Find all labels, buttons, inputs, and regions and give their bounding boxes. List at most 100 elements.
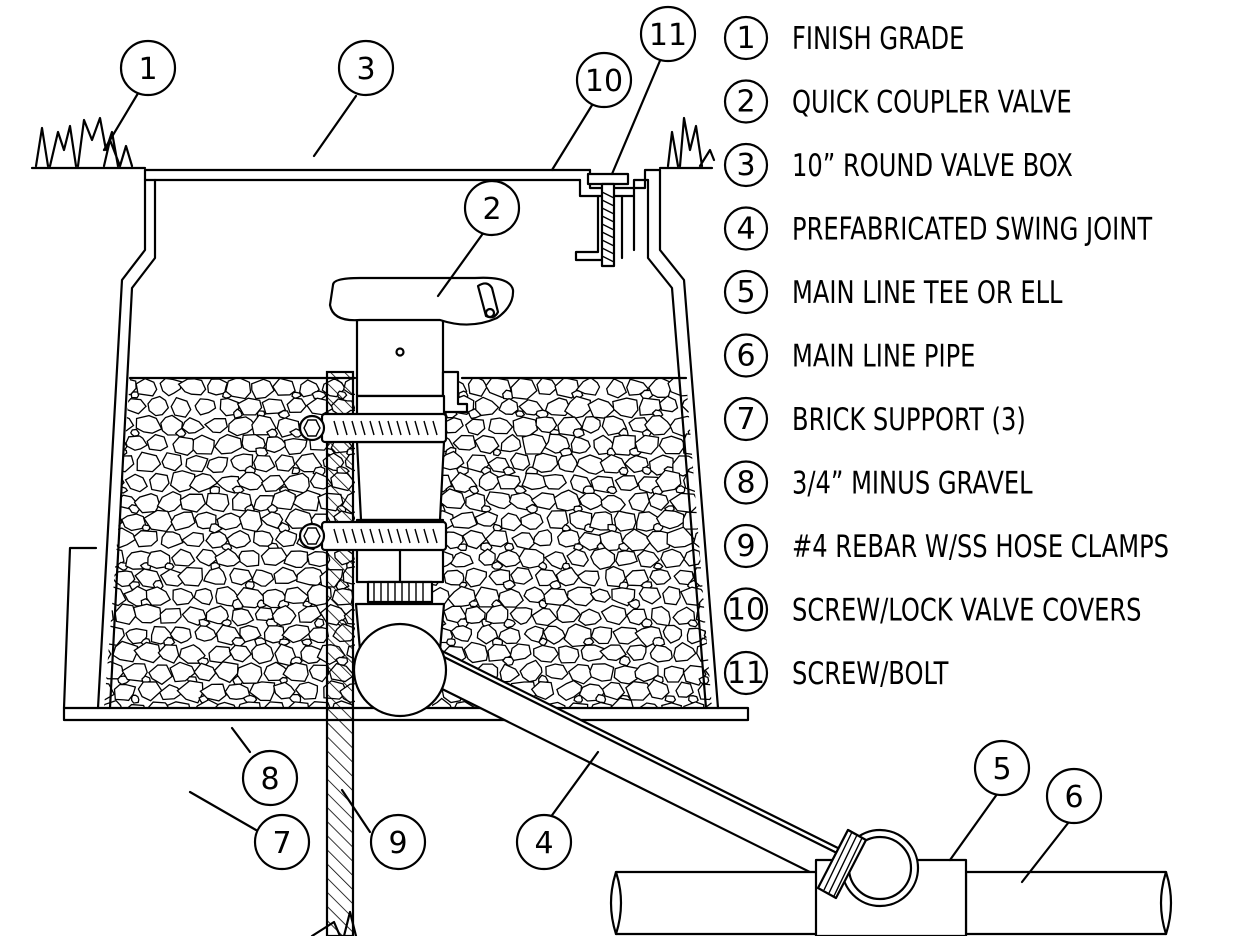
gravel-stone — [646, 679, 670, 700]
gravel-stone — [158, 683, 184, 701]
gravel-stone — [638, 586, 662, 605]
callout-10-number: 10 — [585, 64, 623, 99]
gravel-stone — [625, 680, 653, 701]
legend-bubble — [723, 15, 769, 61]
gravel-stone — [555, 566, 580, 587]
gravel-stone — [510, 378, 538, 400]
gravel-stone — [500, 433, 522, 453]
legend-label: BRICK SUPPORT (3) — [792, 401, 1026, 438]
gravel-stone — [461, 529, 487, 550]
gravel-stone — [553, 489, 582, 512]
gravel-stone — [192, 699, 219, 708]
swing-joint-elbow-icon — [352, 622, 448, 718]
main-line — [609, 828, 1173, 936]
gravel-stone — [112, 640, 139, 663]
gravel-stone — [652, 562, 664, 570]
gravel-stone — [664, 695, 677, 703]
leader-11 — [610, 54, 664, 176]
gravel-stone — [147, 549, 171, 569]
gravel-stone — [531, 607, 559, 627]
gravel-stone — [113, 683, 137, 702]
gravel-stone — [213, 433, 243, 455]
gravel-stone — [673, 641, 697, 663]
gravel-stone — [520, 512, 544, 530]
gravel-stone — [589, 547, 616, 571]
valve-box-wall-right-outer — [658, 168, 720, 710]
legend-bubble — [723, 523, 769, 569]
gravel-stone — [307, 626, 330, 644]
gravel-stone — [449, 511, 478, 529]
gravel-stone — [605, 565, 627, 588]
gravel-stone — [261, 398, 287, 415]
gravel-stone — [542, 625, 567, 645]
gravel-stone — [709, 503, 712, 514]
gravel-stone — [485, 604, 509, 625]
legend-label: #4 REBAR W/SS HOSE CLAMPS — [792, 528, 1169, 565]
gravel-stone — [227, 416, 258, 437]
legend-number: 10 — [727, 593, 765, 628]
gravel-stone — [464, 567, 488, 588]
gravel-stone — [478, 548, 496, 566]
gravel-stone — [648, 378, 672, 398]
legend-bubble — [723, 650, 769, 696]
gravel-stone — [556, 604, 581, 624]
gravel-stone — [468, 485, 480, 495]
gravel-stone — [157, 644, 180, 664]
gravel-stone — [578, 492, 605, 511]
gravel-stone — [156, 490, 182, 513]
gravel-stone — [130, 694, 140, 704]
valve-port — [395, 347, 405, 357]
legend-item-9: 9#4 REBAR W/SS HOSE CLAMPS — [723, 523, 1169, 569]
leader-4 — [548, 750, 600, 820]
gravel-stone — [530, 492, 558, 511]
callout-7-number: 7 — [272, 826, 291, 861]
gravel-stone — [193, 587, 214, 606]
gravel-stone — [577, 608, 602, 626]
gravel-stone — [576, 570, 600, 587]
gravel-stone — [236, 701, 262, 708]
gravel-stone — [283, 586, 310, 605]
leader-1 — [102, 88, 142, 152]
gravel-stone — [170, 511, 196, 532]
gravel-stone — [294, 452, 323, 473]
gravel-stone — [558, 645, 580, 664]
leader-3 — [312, 94, 358, 158]
legend-number: 4 — [736, 212, 755, 247]
legend-bubble — [723, 206, 769, 251]
gravel-stone — [621, 528, 651, 552]
gravel-stone — [474, 396, 500, 417]
gravel-stone — [512, 416, 539, 437]
valve-box — [96, 168, 720, 710]
callout-11: 11 — [639, 5, 697, 63]
pipe-left-end — [614, 870, 623, 936]
callout-7: 7 — [253, 813, 311, 871]
gravel-stone — [207, 378, 229, 396]
gravel-stone — [589, 511, 614, 531]
gravel-stone — [634, 434, 660, 455]
gravel-stone — [449, 551, 474, 568]
gravel-stone — [661, 702, 683, 708]
gravel-stone — [582, 637, 595, 646]
gravel-stone — [675, 485, 686, 494]
gravel-stone — [236, 397, 263, 416]
gravel-stone — [282, 662, 309, 682]
gravel-stone — [176, 680, 204, 704]
gravel-stone — [125, 628, 148, 645]
gravel-stone — [185, 454, 209, 473]
gravel-stone — [285, 701, 310, 708]
gravel-stone — [503, 542, 515, 552]
gravel-stone — [612, 626, 641, 645]
gravel-stone — [145, 586, 172, 606]
gravel-stone — [557, 453, 578, 473]
gravel-stone — [465, 492, 486, 512]
gravel-stone — [194, 398, 217, 416]
legend-label: FINISH GRADE — [792, 20, 964, 57]
gravel-stone — [658, 435, 687, 455]
legend-number: 3 — [736, 148, 755, 183]
gravel-stone — [691, 378, 712, 400]
legend-number: 8 — [736, 466, 755, 501]
gravel-stone — [533, 644, 560, 663]
